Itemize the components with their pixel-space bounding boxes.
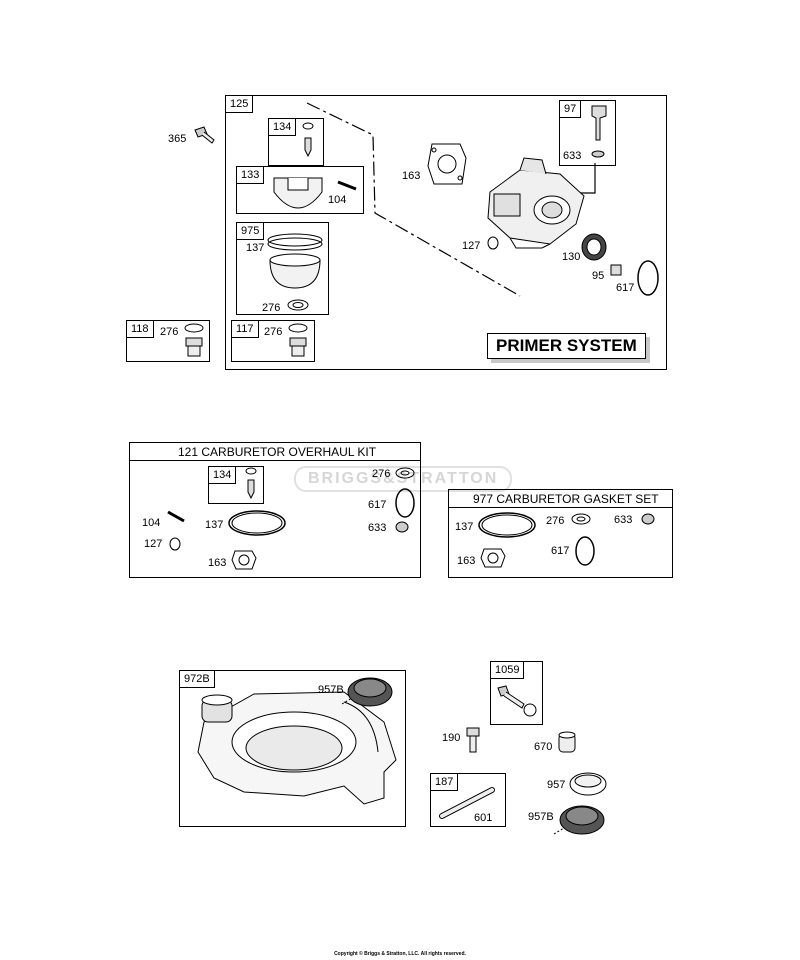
gasket-part-137: 137	[455, 521, 474, 533]
throttle-plate-icon	[581, 233, 607, 261]
overhaul-part-163: 163	[208, 557, 227, 569]
copyright-text: Copyright © Briggs & Stratton, LLC. All …	[334, 951, 466, 957]
primer-part-127: 127	[462, 240, 481, 252]
overhaul-part-276: 276	[372, 468, 391, 480]
fuel-tank-label: 972B	[179, 670, 215, 688]
primer-part-95: 95	[592, 270, 605, 282]
float-icon	[273, 177, 323, 209]
overhaul-part-127: 127	[144, 538, 163, 550]
overhaul-gasket-276-icon	[395, 467, 415, 479]
part-957b: 957B	[528, 811, 554, 823]
throttle-shaft-icon	[591, 105, 607, 158]
tank-part-957b: 957B	[318, 684, 344, 696]
overhaul-gasket-163-icon	[231, 550, 257, 570]
primer-sub-133-label: 133	[236, 166, 265, 184]
overhaul-o-ring-617-icon	[395, 488, 415, 518]
primer-part-163: 163	[402, 170, 421, 182]
gasket-part-163: 163	[457, 555, 476, 567]
fuel-tank-box: 972B	[179, 670, 406, 827]
o-ring-617-icon	[637, 260, 659, 296]
primer-sub-134: 134	[268, 118, 324, 166]
overhaul-part-633: 633	[368, 522, 387, 534]
float-bowl-icon	[267, 233, 323, 289]
gasket-part-276: 276	[546, 515, 565, 527]
overhaul-sub-134-label: 134	[208, 466, 237, 484]
primer-sub-117-part: 276	[264, 326, 283, 338]
overhaul-needle-icon	[245, 467, 257, 500]
bolt-1059-icon	[497, 685, 537, 717]
watermark: BRIGGS&STRATTON	[294, 466, 513, 492]
overhaul-part-617: 617	[368, 499, 387, 511]
gasket-137-icon	[478, 512, 536, 538]
gasket-163-icon	[480, 548, 506, 568]
part-601: 601	[474, 812, 493, 824]
sub-1059: 1059	[490, 661, 543, 725]
primer-part-617: 617	[616, 282, 635, 294]
fuel-tank-icon	[197, 691, 397, 805]
primer-part-130: 130	[562, 251, 581, 263]
welch-plug-icon	[487, 236, 499, 250]
gasket-o-ring-617-icon	[575, 536, 595, 566]
sub-187: 187	[430, 773, 506, 827]
bowl-nut-icon	[288, 323, 308, 357]
bolt-365-icon	[194, 126, 215, 144]
part-957: 957	[547, 779, 566, 791]
gasket-part-617: 617	[551, 545, 570, 557]
bushing-670-icon	[558, 731, 576, 753]
primer-sub-134-label: 134	[268, 118, 297, 136]
overhaul-washer-633-icon	[395, 521, 409, 533]
overhaul-part-137: 137	[205, 519, 224, 531]
sub-118-part: 276	[160, 326, 179, 338]
carb-gasket-icon	[427, 143, 467, 185]
screw-190-icon	[466, 727, 480, 753]
carburetor-icon	[487, 157, 585, 249]
overhaul-gasket-137-icon	[228, 510, 286, 536]
primer-box-label: 125	[225, 95, 254, 113]
primer-sub-975-label: 975	[236, 222, 265, 240]
primer-sub-97-label: 97	[559, 100, 582, 118]
fuel-line-icon	[439, 787, 495, 819]
leader-lines	[306, 102, 596, 297]
part-190: 190	[442, 732, 461, 744]
tank-cap-957b-icon	[341, 677, 393, 707]
part-670: 670	[534, 741, 553, 753]
gasket-washer-633-icon	[641, 513, 655, 525]
primer-part-276: 276	[262, 302, 281, 314]
primer-sub-117: 117	[231, 320, 315, 362]
gasket-part-633: 633	[614, 514, 633, 526]
overhaul-plug-127-icon	[169, 537, 181, 551]
screw-95-icon	[610, 264, 622, 276]
primer-system-badge: PRIMER SYSTEM	[487, 333, 646, 359]
primer-system-box: 125	[225, 95, 667, 370]
gasket-276-icon	[571, 513, 591, 525]
part-365: 365	[168, 133, 187, 145]
fitting-118-icon	[184, 323, 204, 357]
overhaul-part-104: 104	[142, 517, 161, 529]
primer-sub-117-label: 117	[231, 320, 259, 338]
sub-187-label: 187	[430, 773, 459, 791]
primer-needle-valve-icon	[302, 122, 314, 158]
float-pin-icon	[337, 180, 357, 191]
sub-118: 118	[126, 320, 210, 362]
primer-sub-133: 133	[236, 166, 364, 214]
overhaul-kit-box: 121 CARBURETOR OVERHAUL KIT	[129, 442, 421, 578]
overhaul-pin-104-icon	[167, 510, 185, 523]
bowl-gasket-icon	[287, 299, 309, 311]
gasket-set-box: 977 CARBURETOR GASKET SET	[448, 489, 673, 578]
overhaul-sub-134: 134	[208, 466, 264, 504]
primer-part-137: 137	[246, 242, 265, 254]
sub-1059-label: 1059	[490, 661, 525, 679]
primer-part-633: 633	[563, 150, 582, 162]
overhaul-kit-title: 121 CARBURETOR OVERHAUL KIT	[130, 443, 420, 461]
primer-sub-975: 975	[236, 222, 329, 315]
cap-957-icon	[569, 772, 607, 796]
gasket-set-title: 977 CARBURETOR GASKET SET	[449, 490, 672, 508]
cap-957b-icon	[553, 805, 605, 835]
primer-sub-97: 97	[559, 100, 616, 166]
primer-part-104: 104	[328, 194, 347, 206]
sub-118-label: 118	[126, 320, 154, 338]
